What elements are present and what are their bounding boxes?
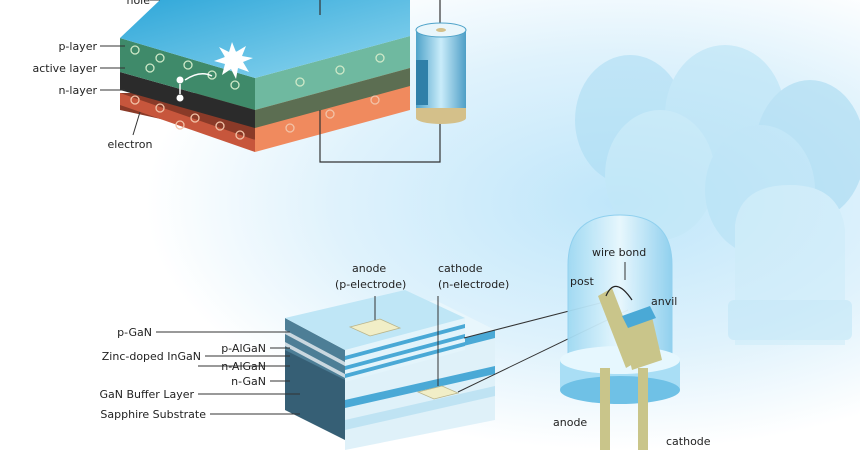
label-sapphire-substrate: Sapphire Substrate xyxy=(100,408,206,421)
cathode-electrode xyxy=(416,385,460,400)
led-bulb xyxy=(560,214,680,450)
label-active-layer: active layer xyxy=(32,62,97,75)
label-wire-bond: wire bond xyxy=(592,246,646,259)
photon-burst-icon xyxy=(214,42,253,79)
label-anode-sub: (p-electrode) xyxy=(335,278,406,291)
label-hole: hole xyxy=(126,0,150,7)
label-n-gan: n-GaN xyxy=(231,375,266,388)
label-led-anode: anode xyxy=(553,416,587,429)
background-led-bulbs xyxy=(575,45,860,345)
battery-icon xyxy=(415,22,467,124)
cathode-lead xyxy=(638,368,648,450)
label-p-gan: p-GaN xyxy=(117,326,152,339)
wire-bond xyxy=(605,285,633,301)
label-electron: electron xyxy=(108,138,153,151)
label-n-algan: n-AlGaN xyxy=(221,360,266,373)
p-layer-side xyxy=(255,36,410,110)
p-layer-front xyxy=(120,38,255,110)
label-led-cathode: cathode xyxy=(666,435,711,448)
junction-top-face xyxy=(120,0,410,78)
label-post: post xyxy=(570,275,594,288)
label-p-algan: p-AlGaN xyxy=(221,342,266,355)
active-layer-front xyxy=(120,72,255,128)
active-layer-side xyxy=(255,68,410,128)
chip-leader-lines xyxy=(156,331,300,415)
label-anode: anode xyxy=(352,262,386,275)
pn-junction-block xyxy=(100,0,467,163)
label-anvil: anvil xyxy=(651,295,677,308)
label-cathode-sub: (n-electrode) xyxy=(438,278,509,291)
label-cathode: cathode xyxy=(438,262,483,275)
anode-lead xyxy=(600,368,610,450)
anode-electrode xyxy=(348,318,402,337)
label-gan-buffer-layer: GaN Buffer Layer xyxy=(99,388,194,401)
top-leader-lines xyxy=(100,0,160,136)
label-zinc-doped-ingan: Zinc-doped InGaN xyxy=(102,350,201,363)
label-n-layer: n-layer xyxy=(58,84,97,97)
led-chip-stack xyxy=(285,290,629,450)
label-p-layer: p-layer xyxy=(58,40,97,53)
electrons xyxy=(130,95,380,140)
holes xyxy=(130,45,385,90)
